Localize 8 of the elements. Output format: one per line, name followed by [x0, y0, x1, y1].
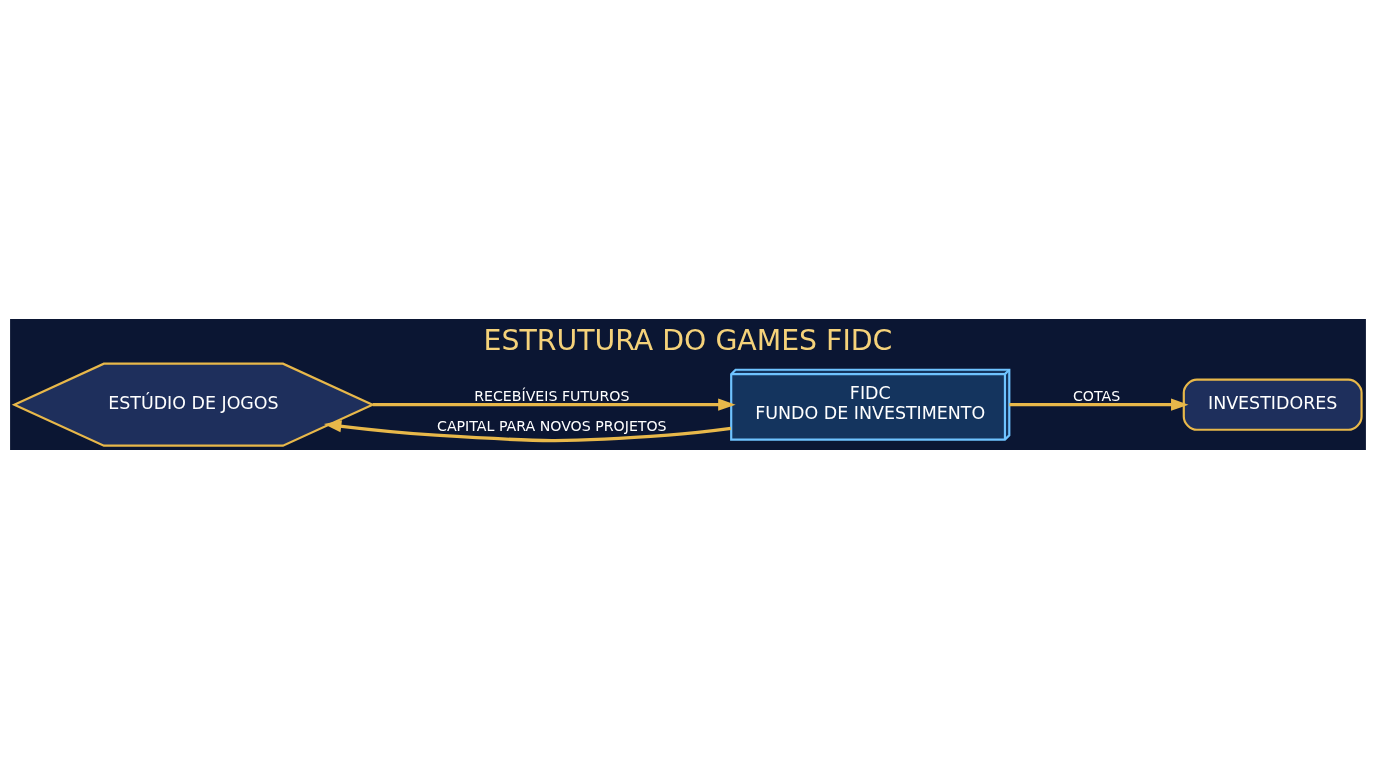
- arrow: [323, 419, 732, 442]
- edge-label: RECEBÍVEIS FUTUROS: [474, 387, 630, 404]
- arrow: [1009, 398, 1189, 411]
- diagram-title: ESTRUTURA DO GAMES FIDC: [483, 323, 893, 357]
- node-box: INVESTIDORES: [1182, 378, 1363, 431]
- arrow: [372, 398, 736, 411]
- edge-label: COTAS: [1072, 387, 1121, 404]
- edge-label: CAPITAL PARA NOVOS PROJETOS: [436, 417, 667, 434]
